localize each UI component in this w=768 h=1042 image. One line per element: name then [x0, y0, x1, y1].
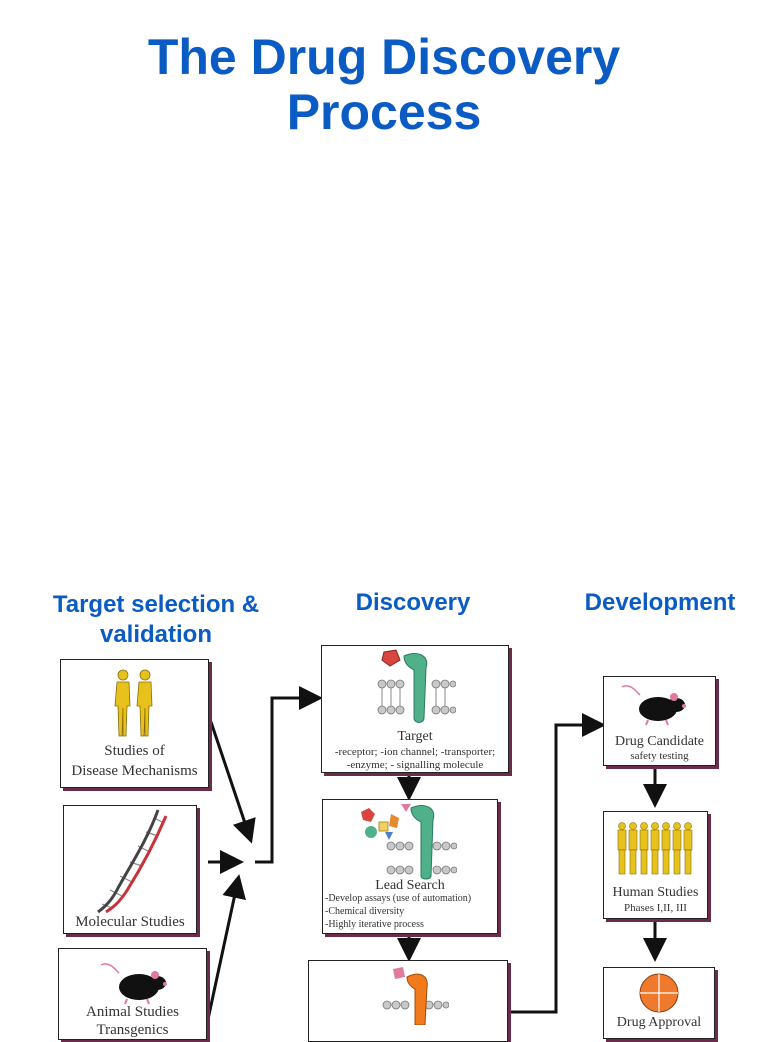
target-line-2: -enzyme; - signalling molecule [346, 759, 484, 771]
human-figures-icon [114, 669, 153, 737]
human-sub: Phases I,II, III [624, 902, 687, 914]
page-title: The Drug Discovery Process [0, 30, 768, 140]
box-animal-studies: Animal Studies Transgenics [58, 948, 207, 1040]
receptor-with-ligand-icon [382, 967, 449, 1025]
approval-target-icon [639, 973, 679, 1013]
disease-label-line-1: Studies of [104, 743, 165, 759]
lead-title: Lead Search [375, 878, 445, 893]
heading-target-selection: Target selection & validation [30, 590, 282, 650]
arrow-disease-to-merge [209, 721, 256, 844]
receptor-with-compounds-icon [361, 804, 457, 880]
lead-line-3: -Highly iterative process [325, 919, 424, 930]
heading-target-line-2: validation [99, 621, 213, 648]
box-human-studies: Human Studies Phases I,II, III [603, 811, 708, 919]
crowd-figures-icon [617, 822, 693, 875]
title-line-1: The Drug Discovery [147, 29, 621, 85]
box-disease-mechanisms: Studies of Disease Mechanisms [60, 659, 209, 788]
box-target: Target -receptor; -ion channel; -transpo… [321, 645, 509, 773]
mouse-icon [100, 963, 167, 1005]
candidate-title: Drug Candidate [614, 734, 705, 749]
animal-label-line-1: Animal Studies [86, 1004, 179, 1020]
arrow-merge-to-target [255, 686, 323, 864]
dna-helix-icon [97, 809, 168, 914]
lead-line-2: -Chemical diversity [325, 906, 405, 917]
lead-line-1: -Develop assays (use of automation) [325, 893, 472, 904]
heading-target-line-1: Target selection & [52, 591, 260, 618]
molecular-label: Molecular Studies [75, 914, 185, 930]
title-line-2: Process [286, 84, 482, 140]
disease-label-line-2: Disease Mechanisms [71, 763, 198, 779]
target-title: Target [397, 729, 433, 744]
box-lead-search: Lead Search -Develop assays (use of auto… [322, 799, 498, 934]
box-drug-candidate: Drug Candidate safety testing [603, 676, 716, 766]
arrow-animal-to-merge [205, 874, 246, 1024]
box-molecular-studies: Molecular Studies [63, 805, 197, 934]
mouse-icon [621, 685, 686, 726]
approval-title: Drug Approval [616, 1015, 702, 1030]
target-line-1: -receptor; -ion channel; -transporter; [334, 746, 496, 758]
membrane-receptor-icon [377, 649, 456, 723]
arrow-optimization-to-candidate [506, 713, 606, 1014]
human-title: Human Studies [612, 885, 699, 900]
box-drug-approval: Drug Approval [603, 967, 715, 1039]
candidate-sub: safety testing [630, 750, 689, 762]
heading-development: Development [584, 589, 736, 616]
heading-discovery: Discovery [355, 589, 471, 616]
box-optimization [308, 960, 508, 1042]
